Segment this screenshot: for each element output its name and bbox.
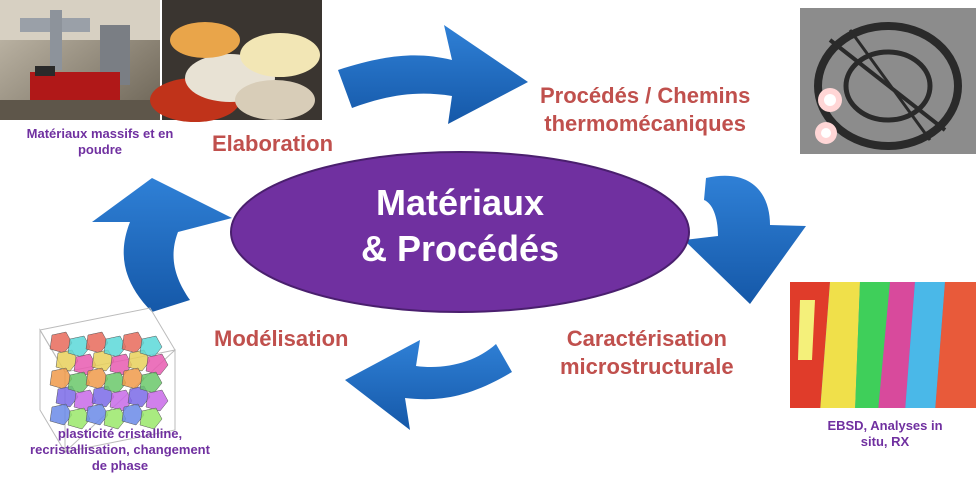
photo-crystal-cube [39,307,176,454]
label-elaboration: Elaboration [212,131,334,156]
cube-grain [139,371,163,394]
photo-ebsd-map [790,282,976,412]
label-modelisation: Modélisation [214,326,349,351]
caption-ebsd: EBSD, Analyses in situ, RX [790,418,980,450]
arrow-right [684,175,806,304]
cube-grain [49,403,73,426]
central-title: Matériaux & Procédés [300,180,620,272]
photo-machine [0,0,160,120]
cube-grain [67,371,91,394]
label-caracterisation-line2: microstructurale [560,354,734,379]
caption-plasticite-line3: de phase [91,458,149,473]
caption-ebsd-line1: EBSD, Analyses in [827,418,943,433]
arrow-left [92,178,232,312]
caption-ebsd-line2: situ, RX [860,434,910,449]
central-title-line1: Matériaux [375,182,545,223]
cube-grain [145,389,169,412]
cube-grain [121,367,145,390]
caption-plasticite-line1: plasticité cristalline, [57,426,183,441]
caption-plasticite: plasticité cristalline, recristallisatio… [0,426,240,474]
cube-grain [49,331,73,354]
cube-grain [67,407,91,430]
caption-materiaux-line2: poudre [77,142,123,157]
caption-plasticite-line2: recristallisation, changement [30,442,210,457]
cube-grain [121,403,145,426]
cube-grain [49,367,73,390]
cube-grain [85,367,109,390]
central-title-line2: & Procédés [360,228,560,269]
cube-grain [145,353,169,376]
caption-materiaux-line1: Matériaux massifs et en [26,126,174,141]
cube-grain [103,371,127,394]
label-caracterisation-line1: Caractérisation [566,326,727,351]
photo-laser-part [800,8,976,154]
arrow-top [338,25,528,124]
cube-grain [139,407,163,430]
label-procedes: Procédés / Chemins thermomécaniques [540,82,750,138]
cube-grain [139,335,163,358]
cube-grain [121,331,145,354]
photo-powders [150,0,322,122]
label-procedes-line2: thermomécaniques [544,111,747,136]
cube-grain [103,407,127,430]
cube-grain [85,403,109,426]
cube-grain [67,335,91,358]
arrow-bottom [345,340,512,430]
cube-grain [103,335,127,358]
label-caracterisation: Caractérisation microstructurale [560,325,734,381]
cube-grain [85,331,109,354]
label-procedes-line1: Procédés / Chemins [540,83,751,108]
caption-materiaux: Matériaux massifs et en poudre [0,126,200,158]
central-ellipse [230,151,690,313]
